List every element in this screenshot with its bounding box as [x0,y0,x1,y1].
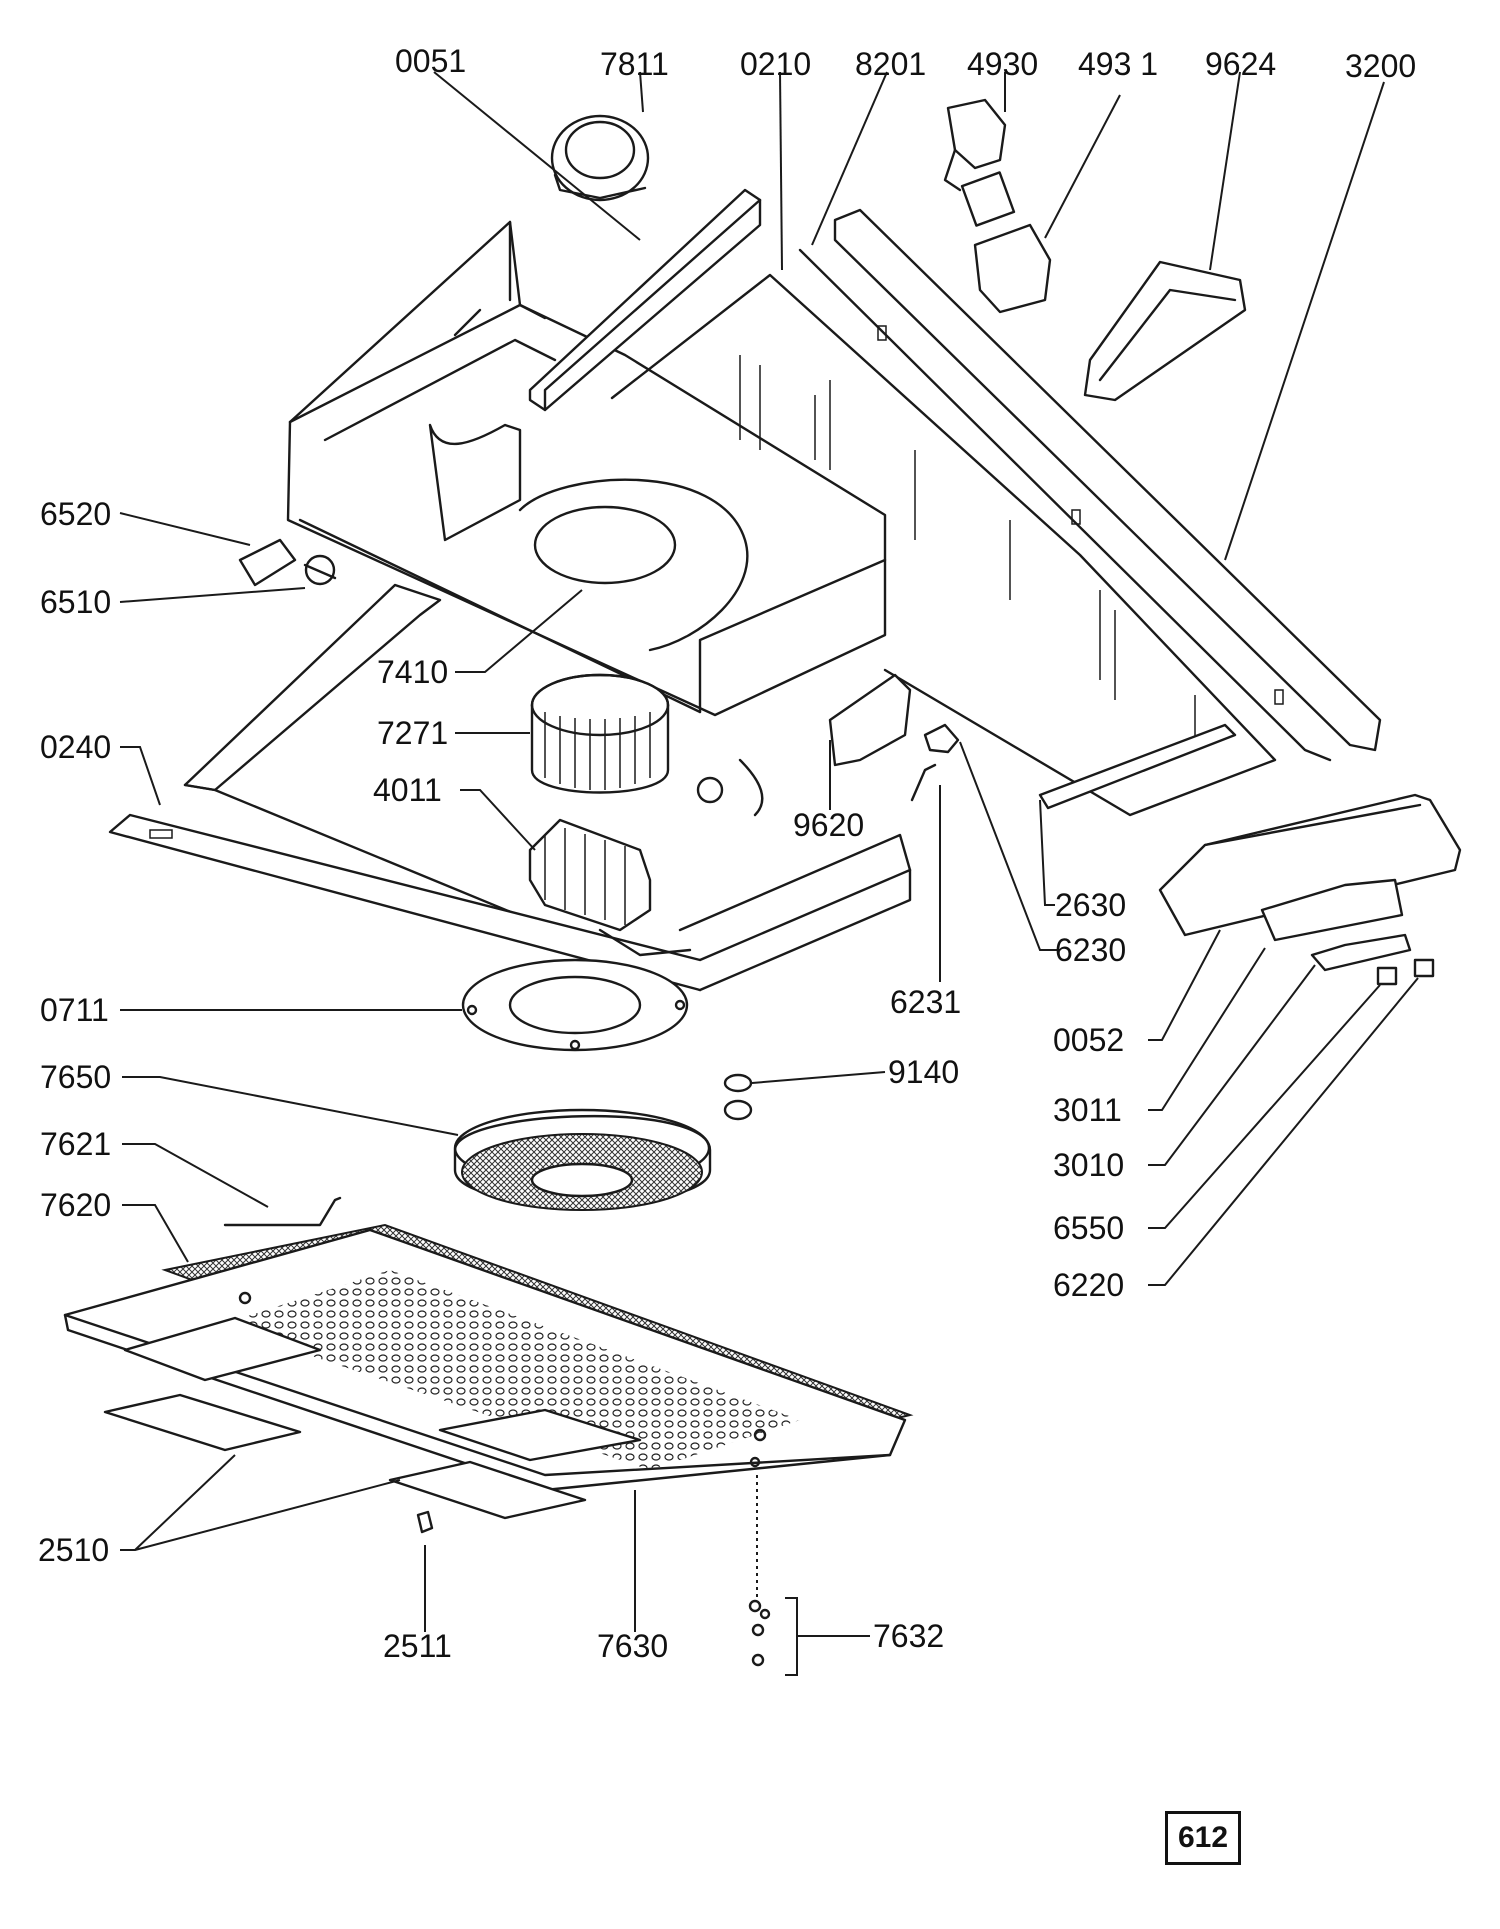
callout-6220: 6220 [1053,1267,1124,1303]
callout-8201: 8201 [855,46,926,82]
callout-3010: 3010 [1053,1147,1124,1183]
callout-4011: 4011 [373,772,442,808]
grommets-9140 [723,1073,753,1121]
screw-2511 [416,1510,434,1534]
callout-0711: 0711 [40,992,109,1028]
callout-7650: 7650 [40,1059,111,1095]
capacitor-6520 [238,538,337,587]
callout-6231: 6231 [890,984,961,1020]
callout-2630: 2630 [1055,887,1126,923]
callout-6520: 6520 [40,496,111,532]
callout-9624: 9624 [1205,46,1276,82]
small-parts-top [943,98,1247,402]
callout-7620: 7620 [40,1187,111,1223]
callout-7630: 7630 [597,1628,668,1664]
callout-0210: 0210 [740,46,811,82]
lamp-covers-2510 [103,1393,587,1520]
control-box-0052 [1158,793,1462,986]
fastener-set-7632 [748,1475,798,1676]
callout-3011: 3011 [1053,1092,1122,1128]
motor-4011 [528,818,692,957]
callout-3200: 3200 [1345,48,1416,84]
callout-0240: 0240 [40,729,111,765]
side-rail [798,208,1382,762]
callout-7632: 7632 [873,1618,944,1654]
callout-4931: 493 1 [1078,46,1158,82]
impeller-7271 [530,673,670,794]
callout-labels: 0051 7811 0210 8201 4930 493 1 9624 3200… [38,43,1416,1664]
carbon-filter-7650 [453,1108,712,1211]
callout-2511: 2511 [383,1628,452,1664]
callout-6550: 6550 [1053,1210,1124,1246]
callout-9140: 9140 [888,1054,959,1090]
part-6230-6231 [910,723,960,802]
callout-6230: 6230 [1055,932,1126,968]
slide-rail-2630 [1038,723,1237,810]
callout-0052: 0052 [1053,1022,1124,1058]
callout-7271: 7271 [377,715,448,751]
front-frame-0240 [108,583,912,992]
callout-7811: 7811 [600,46,669,82]
clip-7621 [223,1196,342,1227]
callout-7410: 7410 [377,654,448,690]
callout-9620: 9620 [793,807,864,843]
leader-lines [119,71,1419,1637]
callout-0051: 0051 [395,43,466,79]
callout-4930: 4930 [967,46,1038,82]
grille-panel-7630 [63,1228,907,1492]
collar-7811 [550,114,650,202]
top-rail [528,188,762,412]
page-number: 612 [1177,1821,1229,1854]
callout-6510: 6510 [40,584,111,620]
page-number-box: 612 [1165,1811,1241,1865]
motor-plate-0711 [461,958,689,1052]
bracket-9620 [696,673,912,817]
hood-body [286,220,887,717]
callout-7621: 7621 [40,1126,111,1162]
callout-2510: 2510 [38,1532,109,1568]
